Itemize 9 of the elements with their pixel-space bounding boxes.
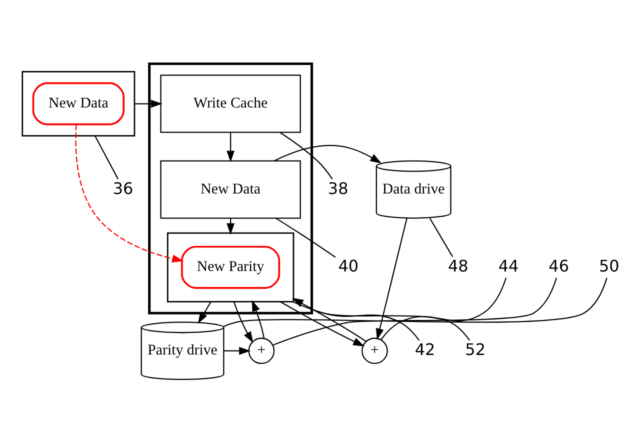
node-text: 52	[465, 340, 486, 360]
node-text: 40	[338, 256, 359, 276]
node-text: 50	[599, 256, 620, 276]
node-text: 44	[498, 256, 519, 276]
node-text: 36	[112, 178, 134, 198]
node-text: 42	[414, 340, 436, 360]
node-text: 38	[328, 178, 348, 198]
node-text: 48	[448, 256, 468, 276]
node-text: 46	[548, 256, 570, 276]
